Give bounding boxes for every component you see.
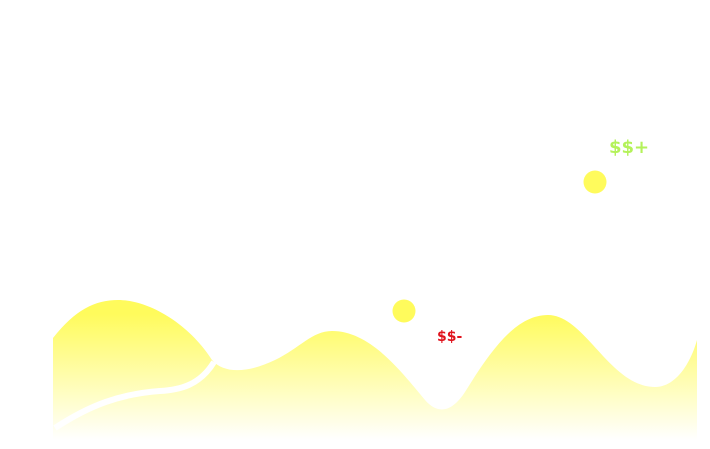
white-swoosh xyxy=(53,360,217,431)
hills-area xyxy=(53,300,697,440)
coin-icon xyxy=(583,170,607,194)
coin-icon xyxy=(392,299,416,323)
money-minus-label: $$- xyxy=(437,329,463,345)
money-plus-label: $$+ xyxy=(609,137,650,158)
